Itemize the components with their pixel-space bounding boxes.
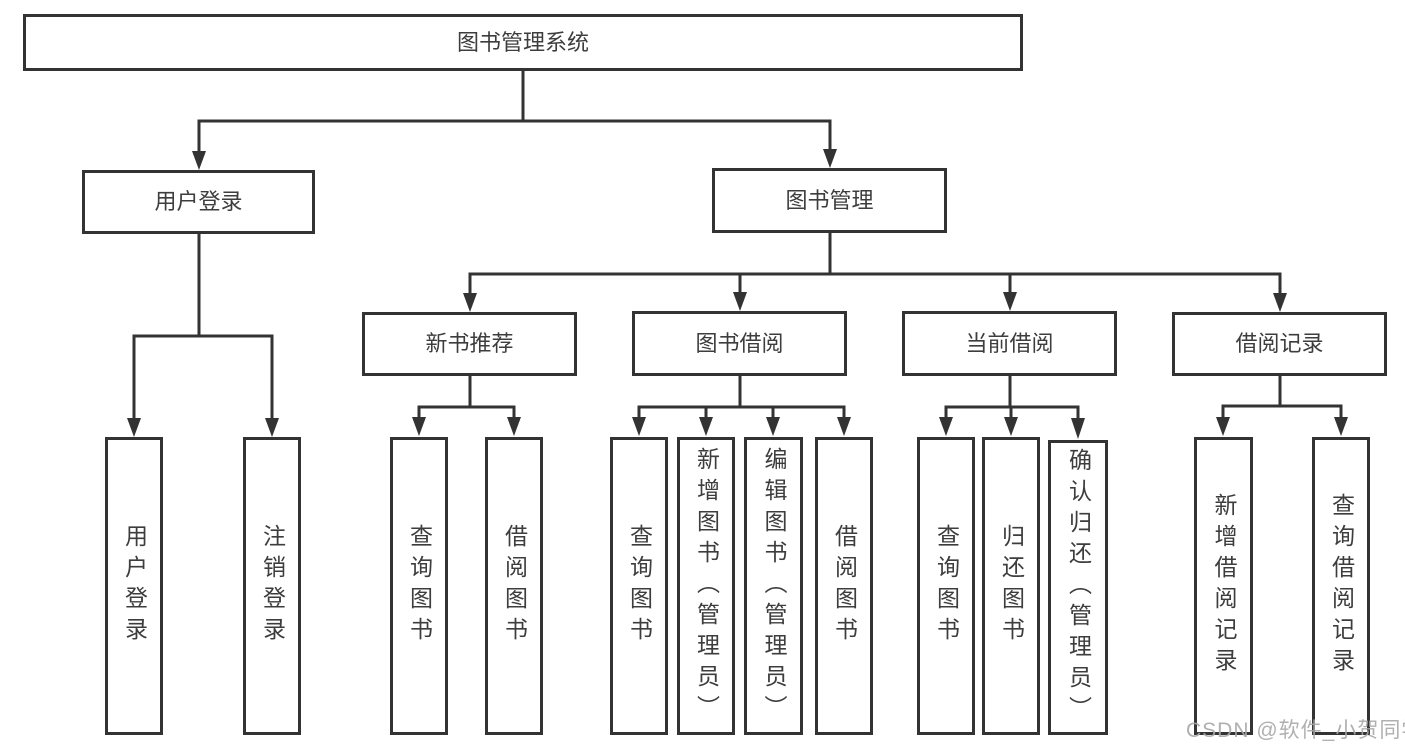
node-library-management-system: 图书管理系统	[23, 14, 1023, 71]
leaf-add-books-admin: 新增图书（管理员）	[677, 437, 735, 735]
node-borrow-record: 借阅记录	[1172, 312, 1387, 376]
connector-current-borrow-branch	[939, 376, 1085, 439]
node-book-management: 图书管理	[712, 168, 947, 233]
leaf-edit-books-admin: 编辑图书（管理员）	[744, 437, 803, 735]
leaf-return-books: 归还图书	[982, 437, 1040, 735]
node-user-login-branch: 用户登录	[82, 170, 315, 234]
connector-user-login-branch	[127, 234, 279, 437]
connector-borrow-record-branch	[1216, 375, 1348, 436]
node-current-borrow: 当前借阅	[902, 311, 1117, 376]
leaf-borrow-books: 借阅图书	[815, 437, 873, 735]
leaf-query-books-current: 查询图书	[917, 437, 975, 735]
node-new-book-recommend: 新书推荐	[362, 312, 577, 376]
connector-new-book-branch	[412, 376, 521, 436]
connector-root-to-level1	[192, 70, 837, 170]
connector-book-borrow-branch	[632, 376, 851, 436]
leaf-borrow-books-recommend: 借阅图书	[485, 437, 543, 735]
csdn-watermark: CSDN @软件_小贺同学	[1186, 719, 1405, 742]
node-book-borrow: 图书借阅	[632, 311, 847, 376]
leaf-query-books-borrow: 查询图书	[610, 437, 668, 735]
leaf-query-borrow-record: 查询借阅记录	[1312, 437, 1370, 735]
leaf-logout: 注销登录	[243, 437, 301, 735]
leaf-add-borrow-record: 新增借阅记录	[1194, 437, 1253, 735]
leaf-confirm-return-admin: 确认归还（管理员）	[1048, 440, 1108, 735]
leaf-user-login: 用户登录	[105, 437, 163, 735]
connector-book-management-branch	[463, 233, 1287, 312]
leaf-query-books-recommend: 查询图书	[390, 437, 448, 735]
